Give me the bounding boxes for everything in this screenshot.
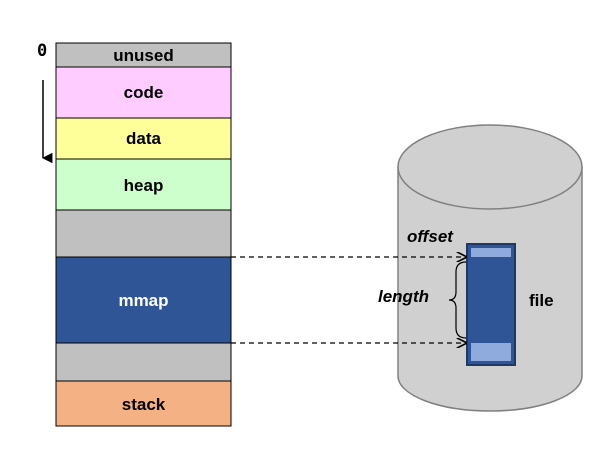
segment-gap-upper	[55, 209, 232, 258]
segment-mmap	[55, 256, 232, 344]
segment-heap	[55, 158, 232, 211]
segment-code-label: code	[124, 83, 164, 102]
address-zero-label: 0	[37, 41, 47, 61]
offset-label: offset	[407, 227, 454, 246]
segment-code	[55, 66, 232, 119]
file-label: file	[529, 291, 554, 310]
segment-gap-lower	[55, 342, 232, 382]
length-brace	[448, 261, 467, 339]
memory-segments: unused code data heap mmap stack	[55, 42, 232, 427]
segment-stack	[55, 380, 232, 427]
file-block-offset-marker	[471, 248, 511, 257]
file-block-end-marker	[471, 343, 511, 361]
segment-mmap-label: mmap	[118, 291, 168, 310]
segment-unused-label: unused	[113, 46, 173, 65]
file-block	[466, 243, 516, 366]
segment-data-label: data	[126, 129, 162, 148]
cylinder-top	[397, 124, 583, 210]
segment-heap-label: heap	[124, 176, 164, 195]
segment-stack-label: stack	[122, 395, 166, 414]
length-label: length	[378, 287, 429, 306]
